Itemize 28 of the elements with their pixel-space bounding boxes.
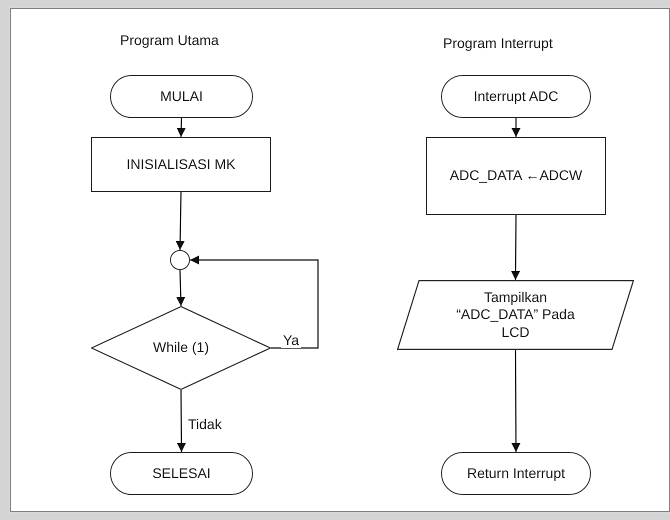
arrow (176, 390, 186, 452)
process-box (426, 137, 606, 215)
arrow (512, 118, 520, 137)
arrow (176, 270, 186, 306)
node-label: Interrupt ADC (474, 88, 558, 106)
terminator-shape (110, 75, 253, 118)
terminator-shape (110, 452, 253, 495)
node-label: SELESAI (152, 464, 211, 482)
decision-diamond (91, 306, 271, 390)
terminator-shape (441, 452, 591, 495)
node-label: While (1) (152, 339, 209, 357)
node-label: ADC_DATA ←ADCW (450, 167, 582, 185)
arrow (190, 256, 319, 349)
arrow (511, 215, 520, 280)
process-box (91, 137, 271, 192)
arrow (511, 350, 520, 452)
arrow (176, 192, 185, 250)
node-label: Tampilkan “ADC_DATA” Pada LCD (455, 288, 576, 342)
section-heading: Program Utama (120, 32, 219, 48)
terminator-shape (441, 75, 591, 118)
io-parallelogram (397, 280, 634, 350)
node-label: Return Interrupt (466, 464, 566, 482)
node-label: MULAI (160, 88, 203, 106)
edge-label: Ya (281, 332, 302, 348)
arrow (176, 118, 186, 138)
node-label: INISIALISASI MK (126, 156, 236, 174)
edge-label: Tidak (186, 416, 224, 432)
section-heading: Program Interrupt (443, 35, 553, 51)
